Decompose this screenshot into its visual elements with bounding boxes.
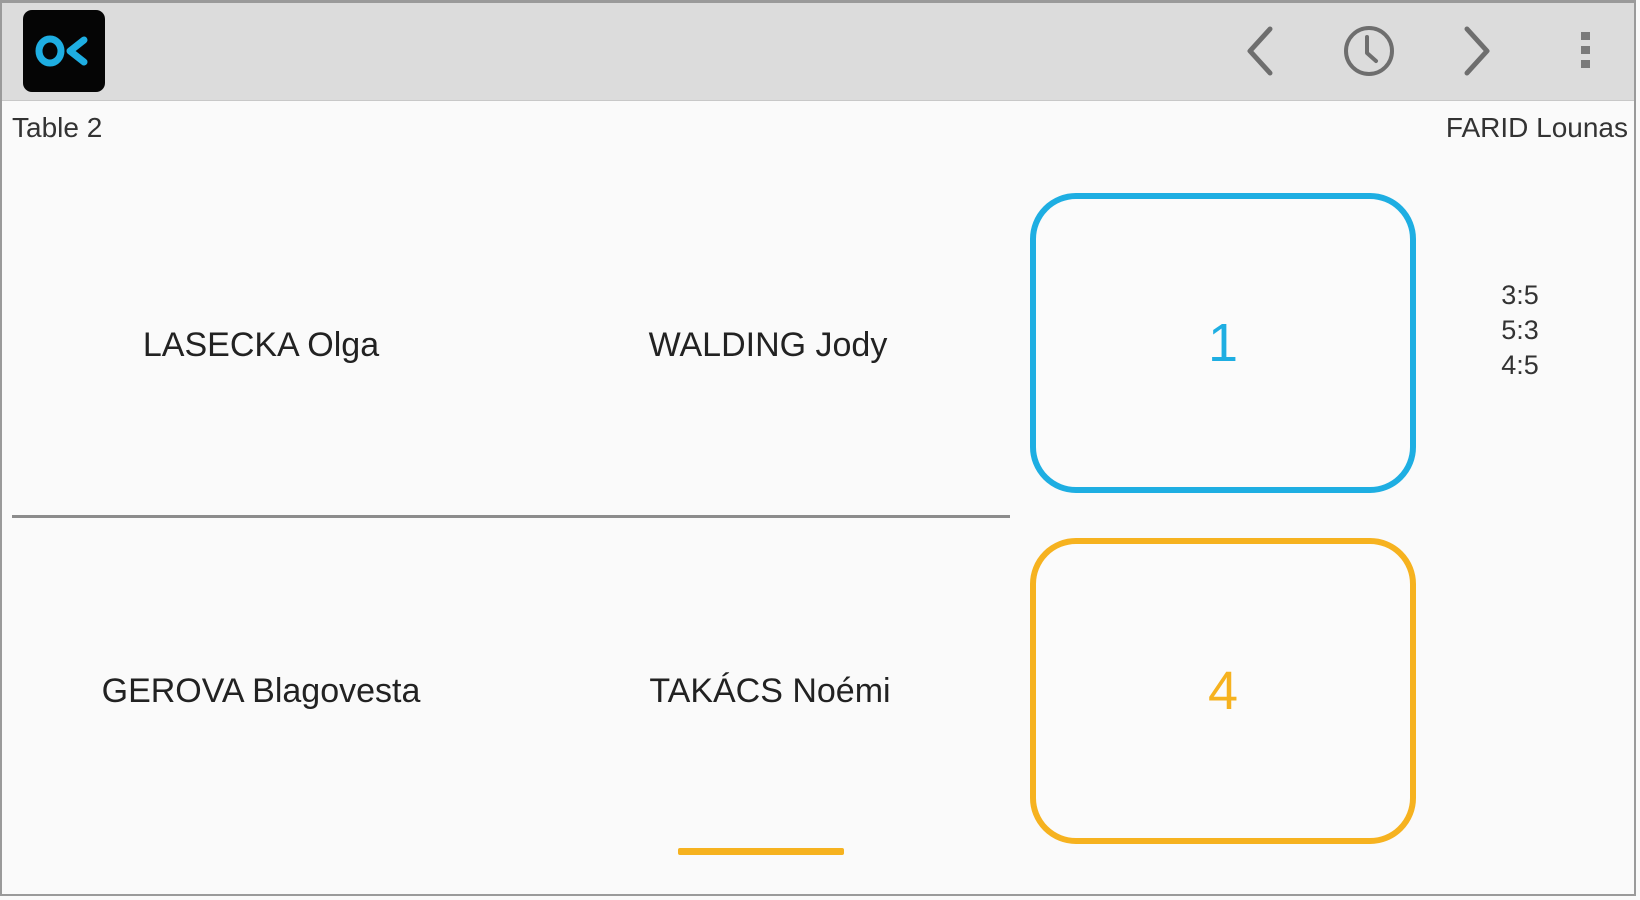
- overflow-menu-button[interactable]: [1556, 21, 1616, 81]
- umpire-name: FARID Lounas: [1445, 112, 1628, 143]
- game-score: 3:5: [1501, 280, 1539, 310]
- score-button-top[interactable]: 1: [1030, 193, 1416, 493]
- score-bottom-value: 4: [1207, 661, 1239, 721]
- player-bottom-2: TAKÁCS Noémi: [649, 672, 891, 710]
- game-scores-list: 3:5 5:3 4:5: [1480, 278, 1560, 383]
- table-label: Table 2: [12, 112, 103, 143]
- player-top-2: WALDING Jody: [648, 326, 888, 364]
- team-divider: [12, 515, 1010, 518]
- overflow-menu-icon: [1581, 32, 1590, 68]
- top-app-bar: [2, 3, 1636, 101]
- score-top-value: 1: [1207, 313, 1239, 373]
- game-score: 4:5: [1501, 350, 1539, 380]
- player-top-1: LASECKA Olga: [142, 326, 380, 364]
- chevron-left-icon: [1247, 26, 1273, 76]
- previous-button[interactable]: [1230, 21, 1290, 81]
- serve-indicator: [678, 848, 844, 855]
- app-logo-icon: [35, 35, 88, 67]
- next-button[interactable]: [1447, 21, 1507, 81]
- player-bottom-1: GEROVA Blagovesta: [101, 672, 421, 710]
- app-logo[interactable]: [23, 10, 105, 92]
- chevron-right-icon: [1464, 26, 1490, 76]
- timer-button[interactable]: [1339, 21, 1399, 81]
- score-button-bottom[interactable]: 4: [1030, 538, 1416, 844]
- clock-icon: [1344, 26, 1394, 76]
- game-score: 5:3: [1501, 315, 1539, 345]
